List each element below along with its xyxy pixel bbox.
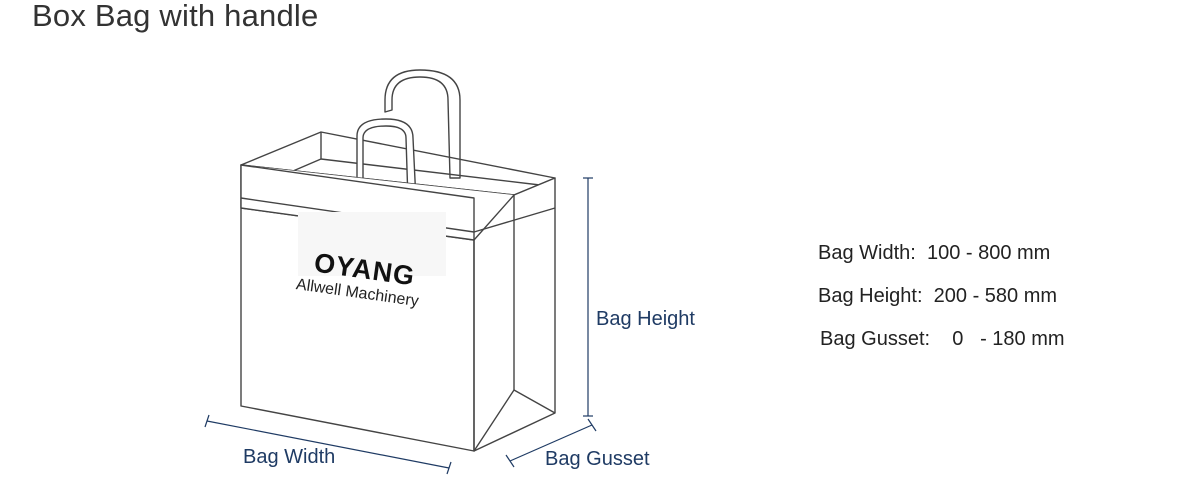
width-label: Bag Width	[243, 446, 335, 468]
spec-width-range: 100 - 800 mm	[926, 242, 1051, 264]
spec-height-range: 200 - 580 mm	[933, 285, 1058, 307]
height-label: Bag Height	[596, 308, 695, 330]
spec-height-label: Bag Height:	[818, 285, 923, 307]
gusset-dimension-tick-right	[587, 418, 597, 432]
gusset-dimension-tick-left	[505, 454, 515, 468]
bag-front-panel-top	[241, 165, 514, 198]
back-handle	[384, 69, 461, 179]
gusset-bottom-fold	[473, 389, 556, 452]
width-dimension	[204, 414, 452, 475]
spec-list: Bag Width: 100 - 800 mm Bag Height: 200 …	[818, 243, 1065, 372]
spec-width-label: Bag Width:	[818, 242, 916, 264]
spec-width: Bag Width: 100 - 800 mm	[818, 243, 1065, 286]
spec-gusset-range: 0 - 180 mm	[952, 328, 1065, 350]
spec-height: Bag Height: 200 - 580 mm	[818, 286, 1065, 329]
gusset-dimension-line	[509, 424, 593, 462]
gusset-top-edge	[473, 207, 556, 233]
width-dimension-tick-left	[204, 414, 210, 428]
width-dimension-line	[206, 420, 450, 469]
width-dimension-tick-right	[446, 461, 452, 475]
gusset-dimension	[505, 418, 597, 468]
gusset-label: Bag Gusset	[545, 448, 650, 470]
logo-label-area	[298, 212, 446, 276]
spec-gusset-label: Bag Gusset:	[820, 328, 931, 350]
height-dimension	[583, 177, 593, 417]
page-title: Box Bag with handle	[32, 0, 319, 33]
spec-gusset: Bag Gusset: 0 - 180 mm	[818, 329, 1065, 372]
shopping-bag-illustration-icon	[240, 69, 556, 452]
